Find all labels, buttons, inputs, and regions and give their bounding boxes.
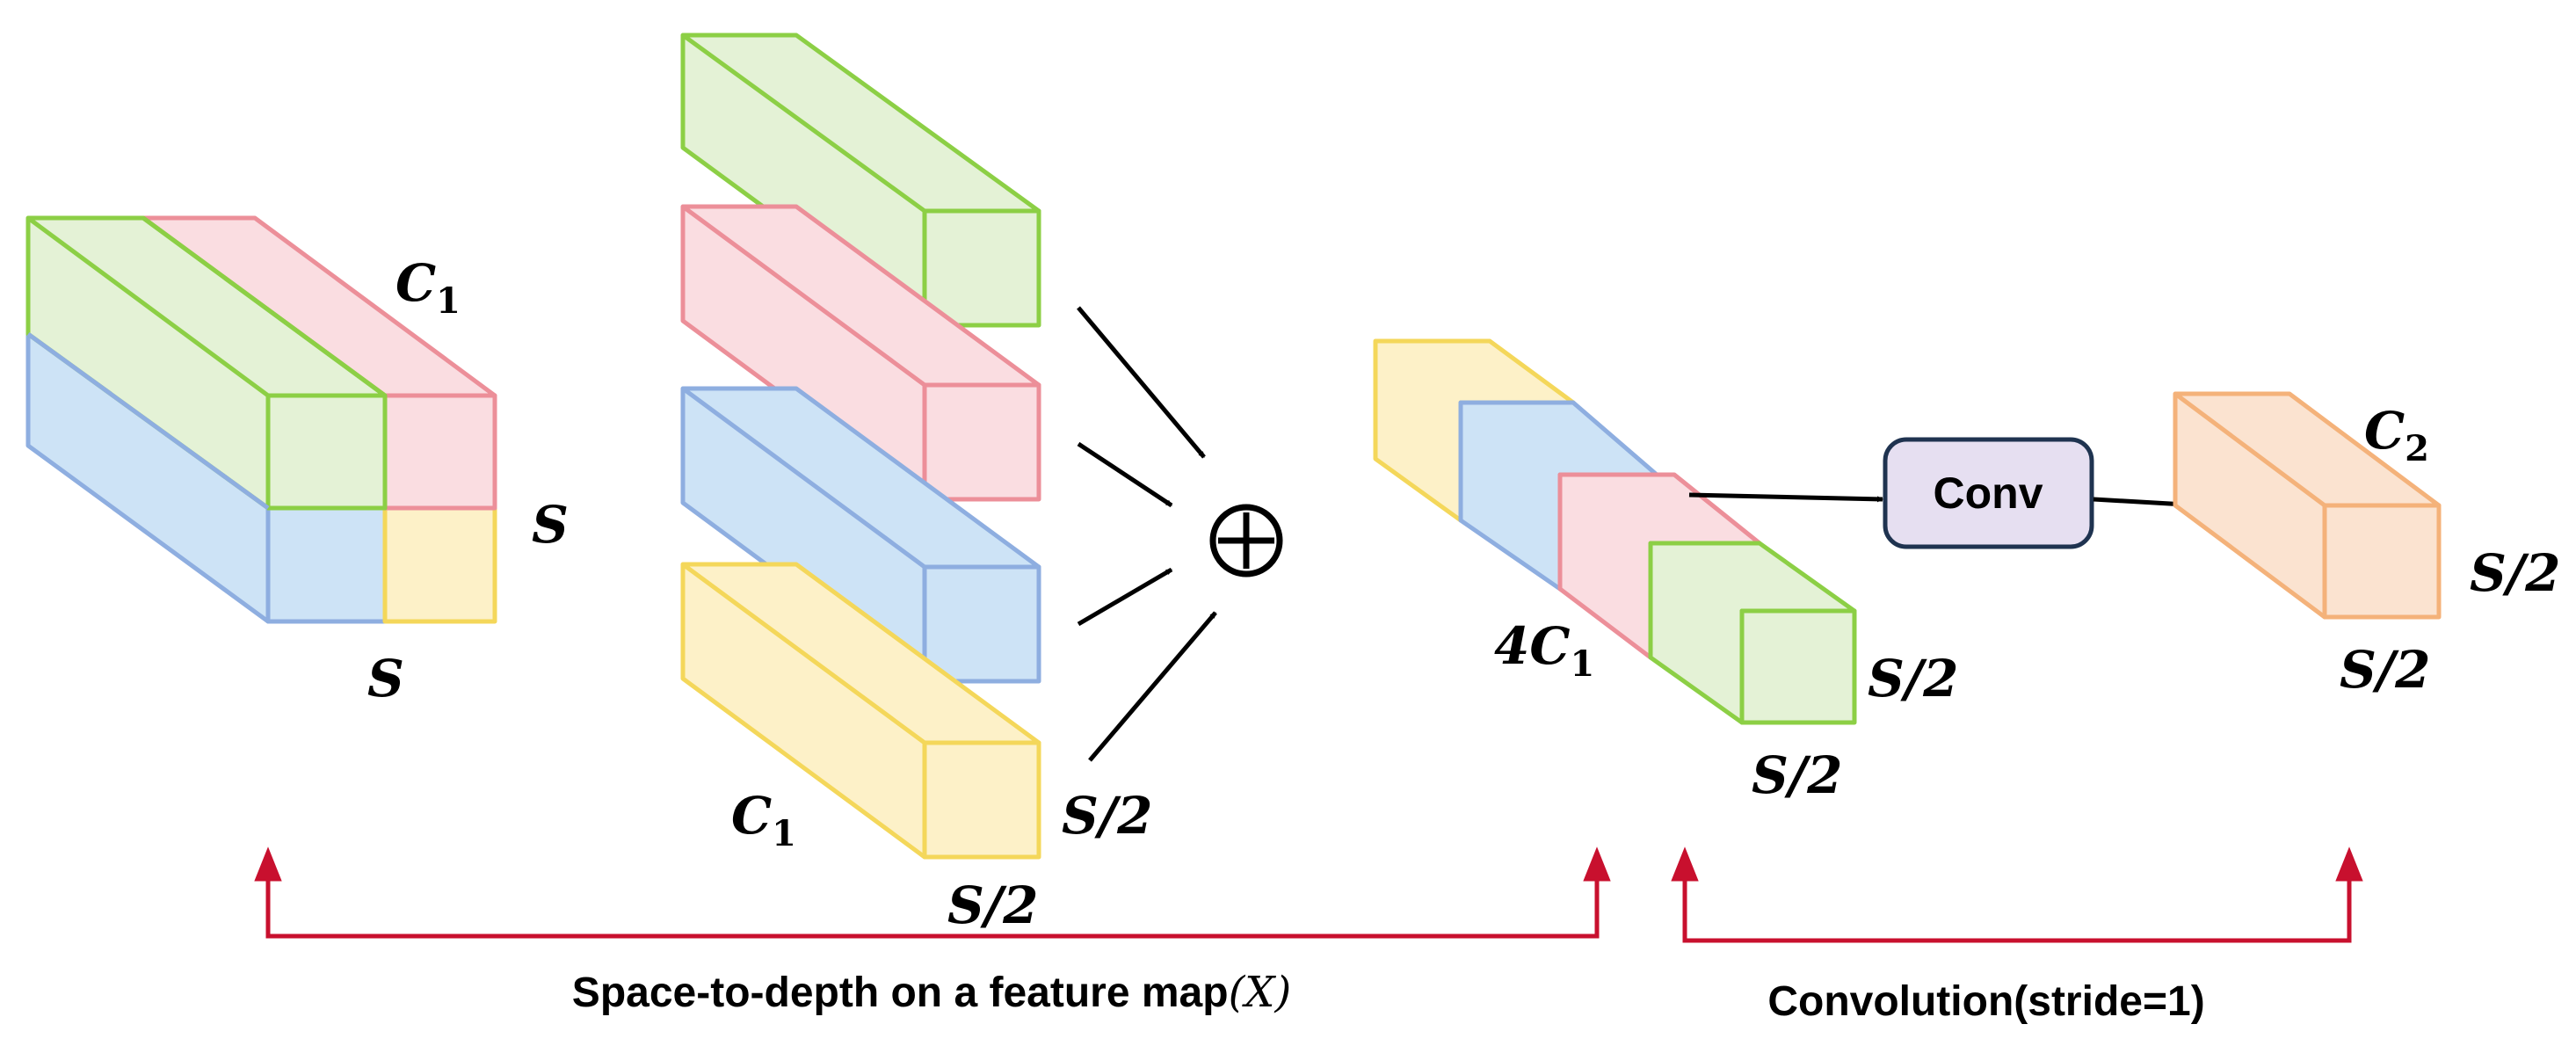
- concat-height-label: S/2: [1868, 649, 1958, 708]
- split-red-front: [922, 382, 1041, 502]
- bracket-right-line: [1682, 879, 2352, 943]
- input-green-block: [25, 215, 388, 511]
- input-red-front: [382, 393, 497, 511]
- output-edge: [2173, 391, 2326, 508]
- split-yellow-prism: [680, 562, 1041, 860]
- space-to-depth-caption: Space-to-depth on a feature map(X): [572, 968, 1291, 1017]
- input-red-block: [141, 215, 497, 511]
- arrow-green-to-concat: [1077, 306, 1206, 459]
- input-green-edge: [26, 215, 270, 398]
- split-width-label: S/2: [947, 875, 1038, 935]
- arrow-blue-to-concat: [1077, 567, 1173, 627]
- bracket-right-arrow-1: [1671, 846, 1699, 882]
- bracket-right-arrow-2: [2335, 846, 2363, 882]
- split-blue-prism: [680, 386, 1041, 684]
- convolution-caption: Convolution(stride=1): [1767, 978, 2204, 1025]
- split-yellow-front: [922, 740, 1041, 860]
- concat-symbol: [1209, 504, 1283, 577]
- conv-label: Conv: [1934, 469, 2043, 518]
- concat-feature-map: [1373, 338, 1857, 725]
- bracket-left-line: [265, 879, 1600, 939]
- concat-green-front: [1739, 608, 1857, 725]
- split-red-edge: [681, 204, 926, 388]
- split-blue-edge: [681, 386, 926, 570]
- arrow-concat-to-conv: [1688, 492, 1884, 503]
- input-height-label: S: [532, 495, 569, 555]
- output-height-label: S/2: [2470, 543, 2560, 603]
- concat-width-label: S/2: [1752, 745, 1842, 805]
- concat-arrows: [1077, 306, 1217, 762]
- arrow-red-to-concat: [1077, 441, 1173, 508]
- output-front: [2322, 503, 2442, 620]
- split-channels-label: C1: [731, 786, 796, 854]
- split-green-prism: [680, 33, 1041, 328]
- split-height-label: S/2: [1062, 786, 1152, 846]
- input-blue-front: [265, 505, 388, 624]
- concat-circle: [1209, 504, 1283, 577]
- split-green-edge: [681, 33, 926, 214]
- output-feature-map: [2173, 391, 2442, 620]
- input-green-edge-2: [141, 215, 387, 398]
- conv-box: [1883, 437, 2094, 549]
- input-channels-label: C1: [395, 253, 461, 322]
- split-green-front: [922, 208, 1041, 328]
- output-width-label: S/2: [2340, 640, 2430, 700]
- input-width-label: S: [367, 649, 404, 708]
- input-blue-edge: [26, 331, 270, 511]
- output-channels-label: C2: [2364, 401, 2429, 469]
- split-yellow-edge: [681, 562, 926, 745]
- split-blue-front: [922, 564, 1041, 684]
- input-yellow-front: [382, 505, 497, 624]
- arrow-yellow-to-concat: [1088, 611, 1217, 762]
- bracket-left-arrow-1: [254, 846, 282, 882]
- conv-block: Conv: [1883, 437, 2094, 549]
- input-feature-map: [25, 215, 497, 624]
- input-green-front: [265, 393, 388, 511]
- concat-channels-label: 4C1: [1494, 616, 1594, 685]
- split-red-prism: [680, 204, 1041, 502]
- bracket-left-arrow-2: [1583, 846, 1611, 882]
- convolution-bracket: [1671, 846, 2363, 943]
- space-to-depth-bracket: [254, 846, 1611, 939]
